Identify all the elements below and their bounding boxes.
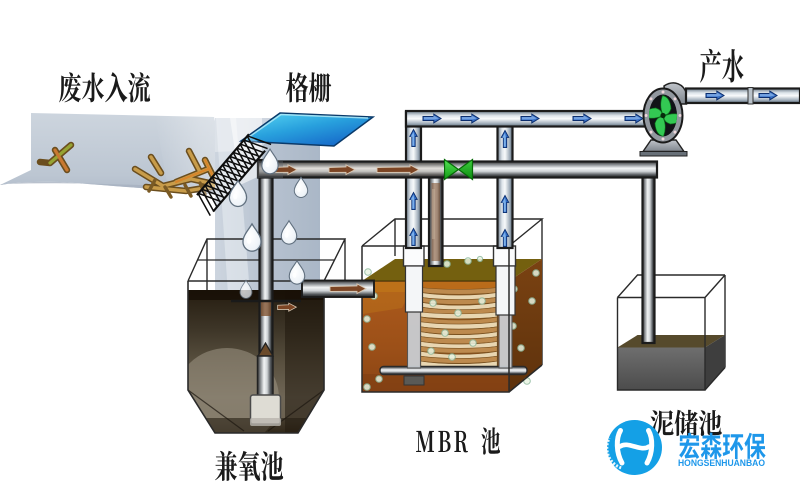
svg-text:HONGSENHUANBAO: HONGSENHUANBAO bbox=[678, 458, 765, 469]
